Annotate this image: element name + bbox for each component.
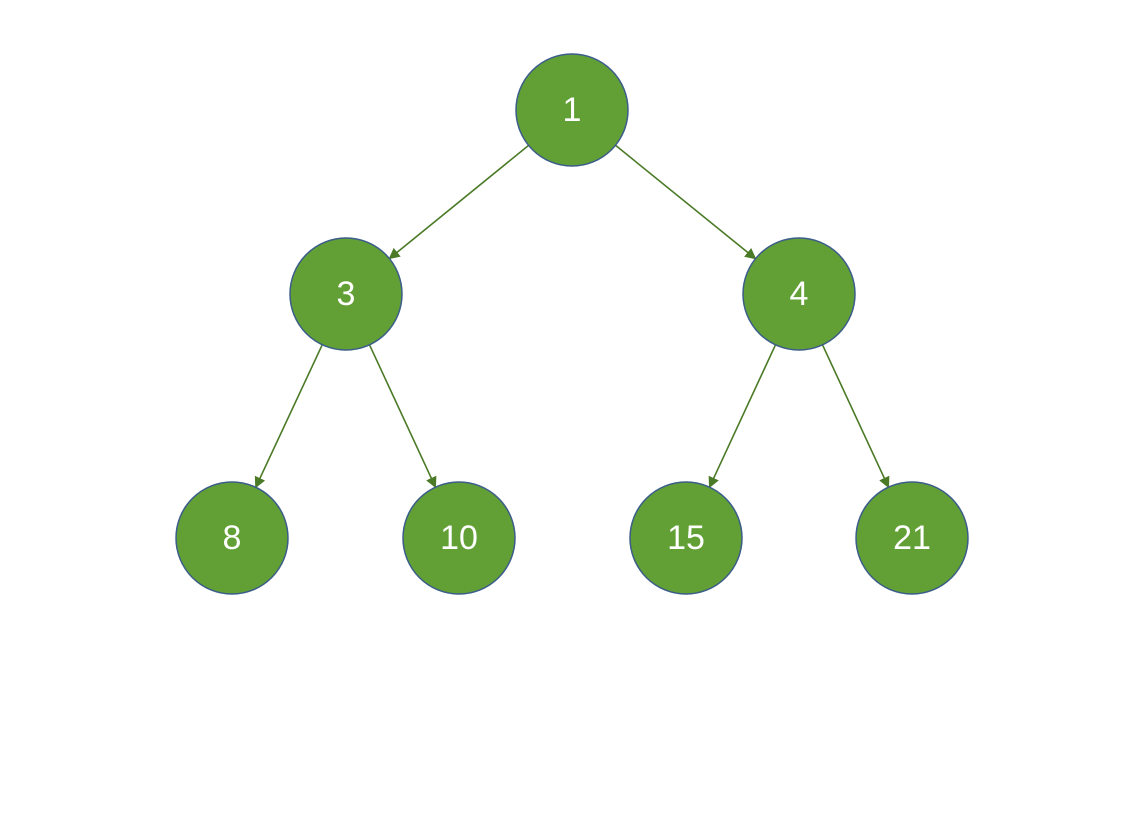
node-circle	[515, 53, 629, 167]
node-circle	[855, 481, 969, 595]
edge-4-to-15	[708, 344, 777, 489]
node-label: 4	[790, 275, 809, 313]
edges-group	[254, 144, 890, 489]
node-label: 10	[440, 519, 478, 557]
node-label: 1	[563, 91, 582, 129]
node-circle	[289, 237, 403, 351]
tree-node: 1	[515, 53, 629, 167]
edge-3-to-10	[368, 344, 437, 489]
node-label: 21	[893, 519, 931, 557]
node-circle	[629, 481, 743, 595]
nodes-group: 1 3 4 8 10 15 21	[175, 53, 969, 595]
tree-node: 3	[289, 237, 403, 351]
node-circle	[402, 481, 516, 595]
node-label: 3	[337, 275, 356, 313]
tree-node: 4	[742, 237, 856, 351]
node-circle	[742, 237, 856, 351]
node-label: 8	[223, 519, 242, 557]
node-circle	[175, 481, 289, 595]
node-label: 15	[667, 519, 705, 557]
edge-1-to-4	[614, 144, 757, 260]
tree-node: 8	[175, 481, 289, 595]
tree-node: 21	[855, 481, 969, 595]
edge-1-to-3	[388, 144, 530, 260]
tree-node: 10	[402, 481, 516, 595]
tree-node: 15	[629, 481, 743, 595]
edge-4-to-21	[821, 344, 890, 489]
edge-3-to-8	[254, 344, 324, 489]
